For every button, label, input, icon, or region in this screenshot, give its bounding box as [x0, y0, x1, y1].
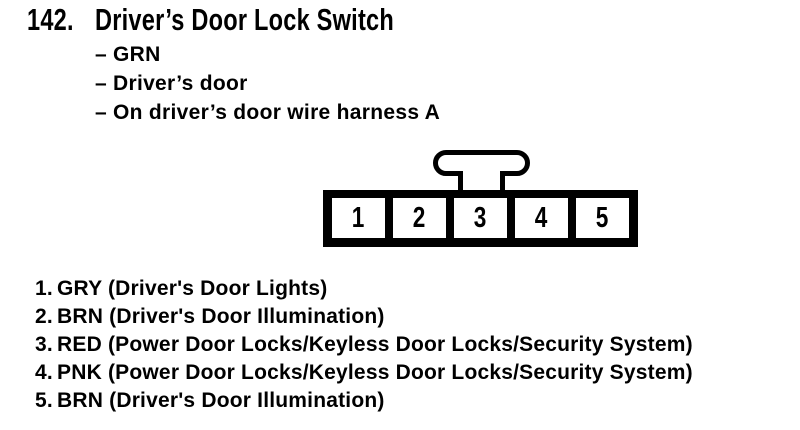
connector-cavity: 1	[332, 198, 385, 238]
dash-bullet: –	[95, 72, 107, 95]
entry-number: 142.	[27, 2, 74, 37]
pin-item: 5.BRN (Driver's Door Illumination)	[35, 387, 693, 415]
pin-label: GRY (Driver's Door Lights)	[57, 277, 328, 300]
pin-item: 2.BRN (Driver's Door Illumination)	[35, 303, 693, 331]
detail-item: –GRN	[95, 40, 440, 69]
pin-label: BRN (Driver's Door Illumination)	[57, 305, 385, 328]
detail-item: –Driver’s door	[95, 69, 440, 98]
detail-text: GRN	[113, 43, 161, 66]
cavity-number: 4	[535, 201, 548, 234]
cavity-number: 1	[352, 201, 365, 234]
cavity-number: 3	[474, 201, 487, 234]
pin-number: 4.	[35, 361, 53, 384]
connector-latch-stem	[458, 171, 505, 192]
detail-list: –GRN –Driver’s door –On driver’s door wi…	[95, 40, 440, 127]
detail-text: Driver’s door	[113, 72, 248, 95]
pin-number: 3.	[35, 333, 53, 356]
pin-number: 1.	[35, 277, 53, 300]
pin-number: 5.	[35, 389, 53, 412]
pin-list: 1.GRY (Driver's Door Lights) 2.BRN (Driv…	[35, 275, 693, 415]
connector-cavity: 5	[576, 198, 629, 238]
connector-cavity: 3	[454, 198, 507, 238]
pin-item: 1.GRY (Driver's Door Lights)	[35, 275, 693, 303]
connector-body: 1 2 3 4 5	[323, 190, 638, 247]
dash-bullet: –	[95, 43, 107, 66]
connector-cavity: 4	[515, 198, 568, 238]
cavity-number: 5	[596, 201, 609, 234]
detail-item: –On driver’s door wire harness A	[95, 98, 440, 127]
pin-label: RED (Power Door Locks/Keyless Door Locks…	[57, 333, 693, 356]
pin-label: BRN (Driver's Door Illumination)	[57, 389, 385, 412]
pin-item: 4.PNK (Power Door Locks/Keyless Door Loc…	[35, 359, 693, 387]
detail-text: On driver’s door wire harness A	[113, 101, 441, 124]
connector-cavity: 2	[393, 198, 446, 238]
pin-item: 3.RED (Power Door Locks/Keyless Door Loc…	[35, 331, 693, 359]
page-title: Driver’s Door Lock Switch	[95, 2, 394, 37]
dash-bullet: –	[95, 101, 107, 124]
cavity-number: 2	[413, 201, 426, 234]
pin-label: PNK (Power Door Locks/Keyless Door Locks…	[57, 361, 693, 384]
pin-number: 2.	[35, 305, 53, 328]
